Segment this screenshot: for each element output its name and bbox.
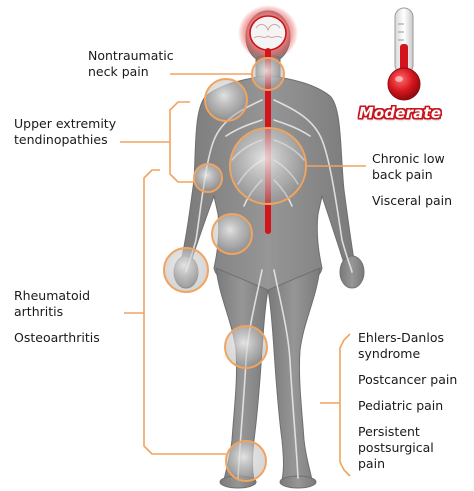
label-persistent-line-2: postsurgical (358, 440, 434, 456)
label-rheumatoid-line-1: Rheumatoid (14, 288, 90, 304)
label-visceral-pain: Visceral pain (372, 193, 452, 209)
label-neck-pain-line-2: neck pain (88, 64, 174, 80)
brain (250, 16, 286, 50)
label-chronic-low-back-pain: Chronic low back pain (372, 151, 445, 183)
thermometer-icon (388, 8, 420, 100)
label-chronic-low-back-line-2: back pain (372, 167, 445, 183)
joint-low-back (230, 128, 306, 204)
label-chronic-low-back-line-1: Chronic low (372, 151, 445, 167)
label-upper-extremity-line-1: Upper extremity (14, 116, 116, 132)
joint-neck (252, 58, 284, 90)
label-ehlers-danlos-line-1: Ehlers-Danlos (358, 330, 444, 346)
label-osteoarthritis: Osteoarthritis (14, 330, 100, 346)
joint-shoulder (205, 79, 247, 121)
label-ehlers-danlos-line-2: syndrome (358, 346, 444, 362)
joint-elbow (194, 164, 222, 192)
label-ehlers-danlos: Ehlers-Danlos syndrome (358, 330, 444, 362)
label-persistent-postsurgical: Persistent postsurgical pain (358, 424, 434, 472)
label-persistent-line-3: pain (358, 456, 434, 472)
label-neck-pain-line-1: Nontraumatic (88, 48, 174, 64)
label-upper-extremity-line-2: tendinopathies (14, 132, 116, 148)
joint-hand (164, 248, 208, 292)
label-upper-extremity: Upper extremity tendinopathies (14, 116, 116, 148)
label-postcancer-pain: Postcancer pain (358, 372, 457, 388)
label-rheumatoid-line-2: arthritis (14, 304, 90, 320)
severity-label: Moderate (355, 104, 445, 122)
label-persistent-line-1: Persistent (358, 424, 434, 440)
label-neck-pain: Nontraumatic neck pain (88, 48, 174, 80)
joint-ankle (226, 441, 266, 481)
label-pediatric-pain: Pediatric pain (358, 398, 443, 414)
joint-hip (212, 214, 252, 254)
joint-knee (225, 326, 267, 368)
label-rheumatoid-arthritis: Rheumatoid arthritis (14, 288, 90, 320)
